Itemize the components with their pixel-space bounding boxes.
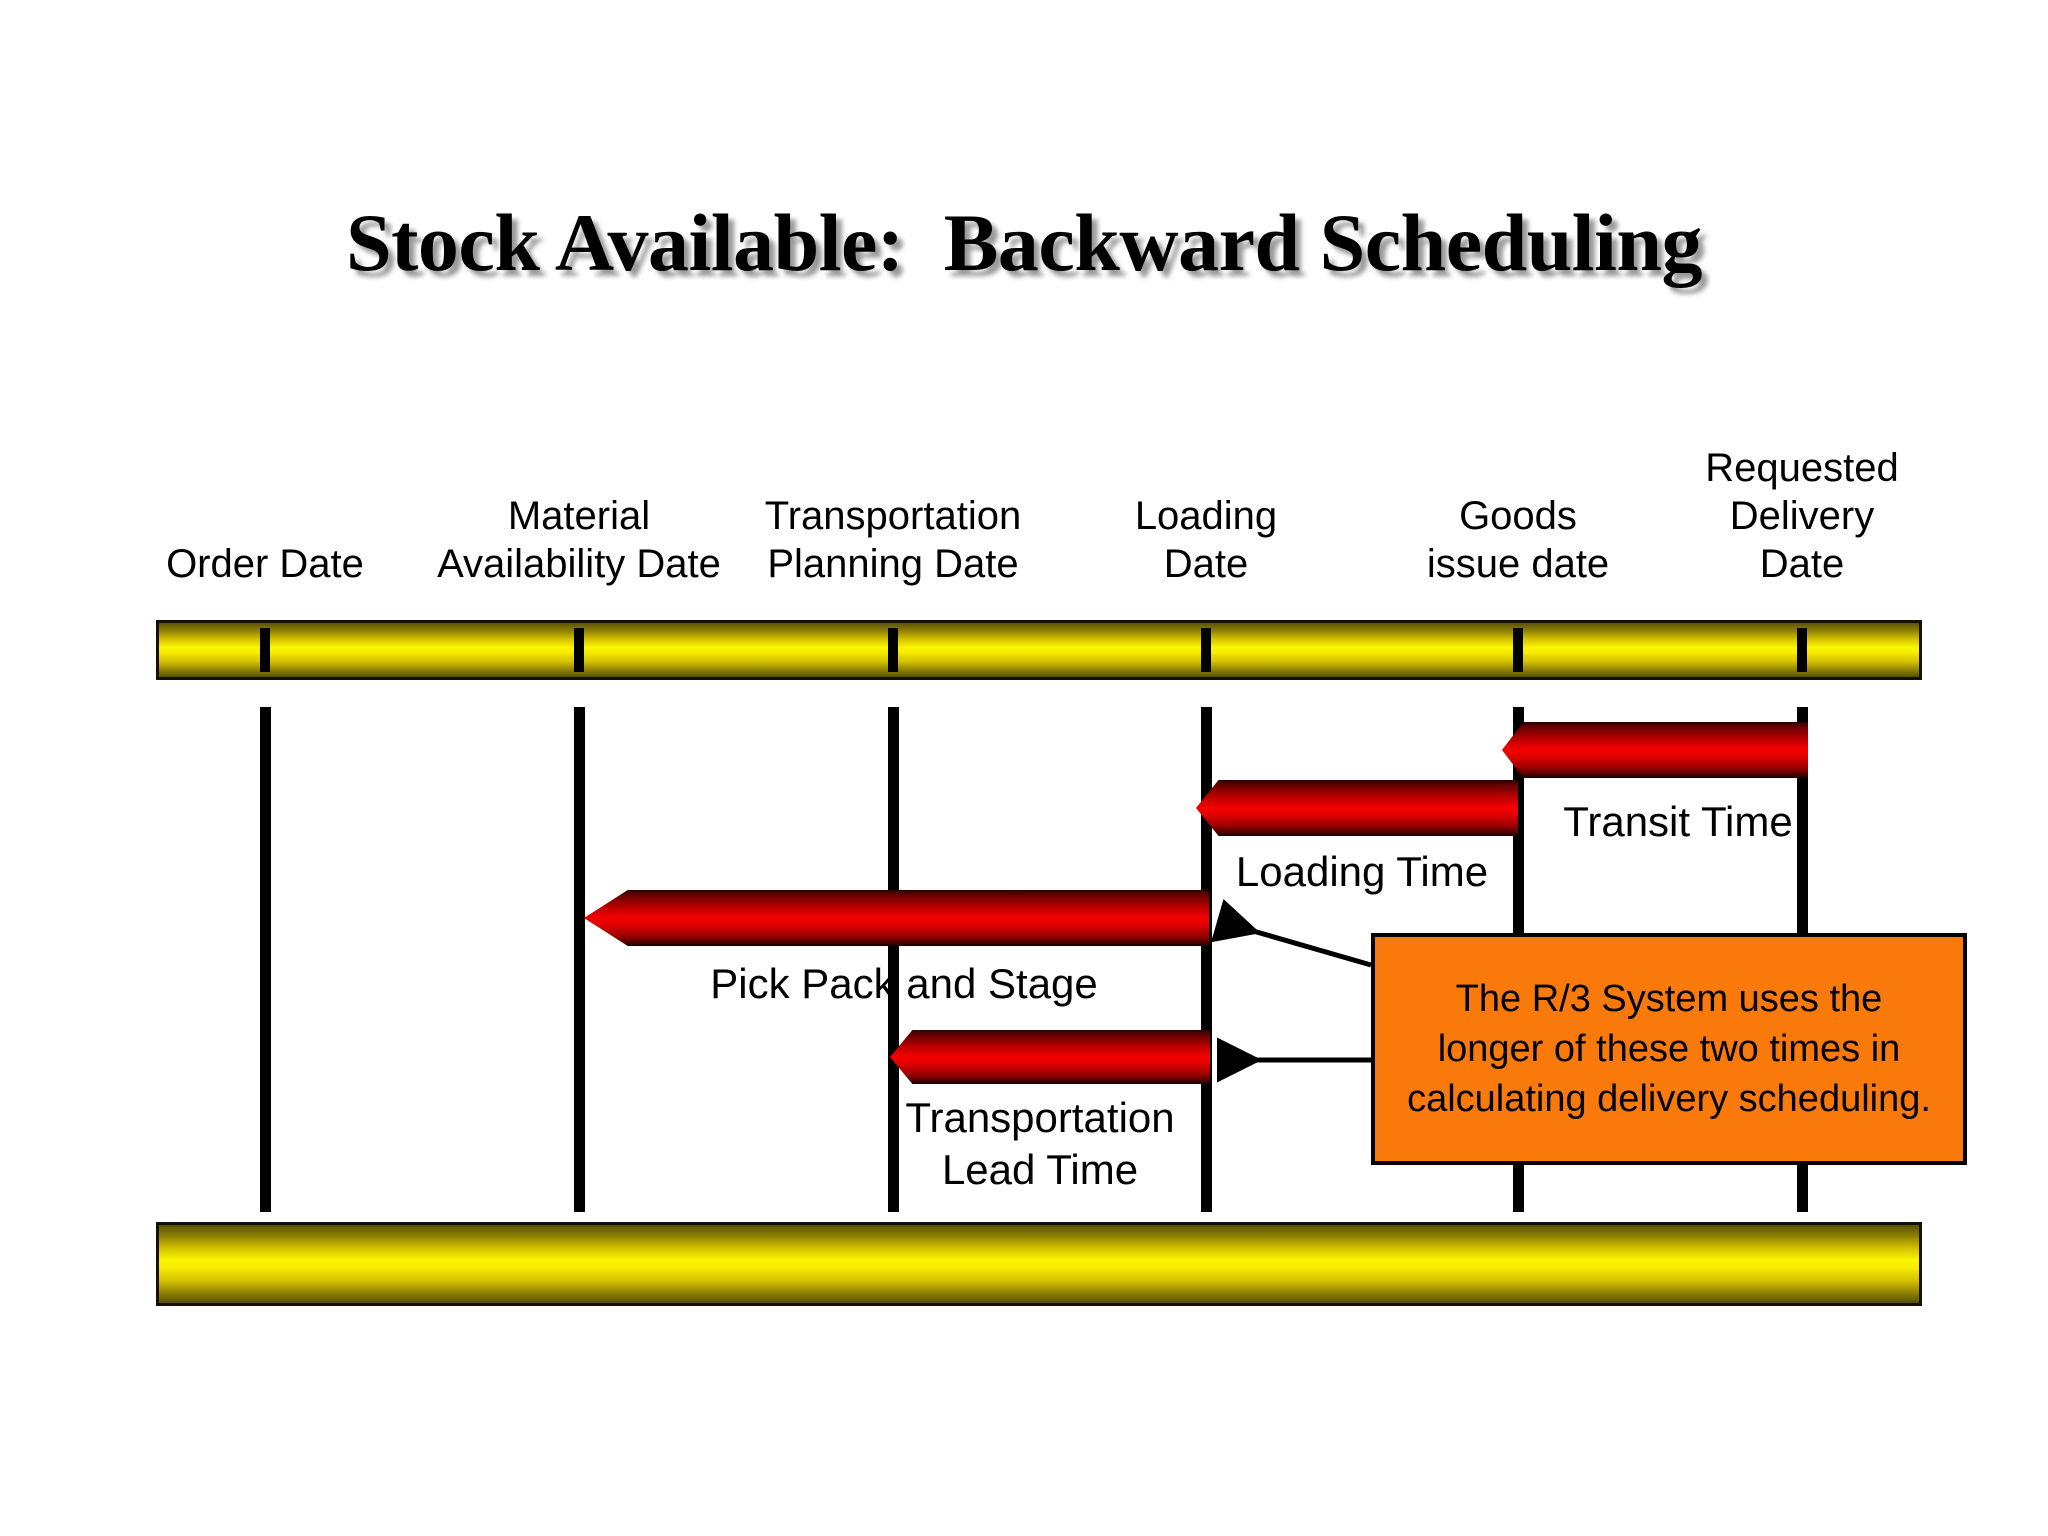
timeline-tick-requested-delivery-date	[1797, 628, 1807, 672]
duration-label-transit-time: Transit Time	[1563, 798, 1793, 845]
duration-arrow-transportation-lead-time	[890, 1030, 1210, 1084]
timeline-bar-bottom	[156, 1222, 1922, 1306]
guide-line-order-date	[260, 707, 271, 1212]
timeline-tick-transportation-planning-date	[888, 628, 898, 672]
duration-label-pick-pack-and-stage: Pick Pack and Stage	[710, 960, 1098, 1007]
duration-arrow-pick-pack-and-stage	[584, 890, 1209, 946]
milestone-label-order-date: Order Date	[166, 542, 364, 586]
duration-label-transportation-lead-time: Transportation Lead Time	[905, 1094, 1175, 1193]
guide-line-transportation-planning-date	[888, 707, 899, 1212]
duration-arrow-loading-time	[1196, 780, 1518, 836]
callout-box: The R/3 System uses the longer of these …	[1371, 933, 1967, 1165]
milestone-label-loading-date: Loading Date	[1134, 494, 1278, 586]
timeline-tick-order-date	[260, 628, 270, 672]
timeline-bar-top	[156, 620, 1922, 680]
milestone-label-goods-issue-date: Goods issue date	[1426, 494, 1610, 586]
guide-line-material-availability-date	[574, 707, 585, 1212]
milestone-label-requested-delivery-date: Requested Delivery Date	[1705, 446, 1899, 586]
timeline-tick-loading-date	[1201, 628, 1211, 672]
connector-line-pick-pack-and-stage	[1210, 898, 1372, 968]
milestone-label-material-availability-date: Material Availability Date	[437, 494, 721, 586]
timeline-tick-goods-issue-date	[1513, 628, 1523, 672]
duration-label-loading-time: Loading Time	[1235, 848, 1489, 895]
milestone-label-transportation-planning-date: Transportation Planning Date	[764, 494, 1022, 586]
guide-line-loading-date	[1201, 707, 1212, 1212]
page-title: Stock Available: Backward Scheduling	[346, 197, 1702, 288]
timeline-tick-material-availability-date	[574, 628, 584, 672]
duration-arrow-transit-time	[1502, 722, 1808, 778]
callout-text: The R/3 System uses the longer of these …	[1407, 978, 1931, 1120]
